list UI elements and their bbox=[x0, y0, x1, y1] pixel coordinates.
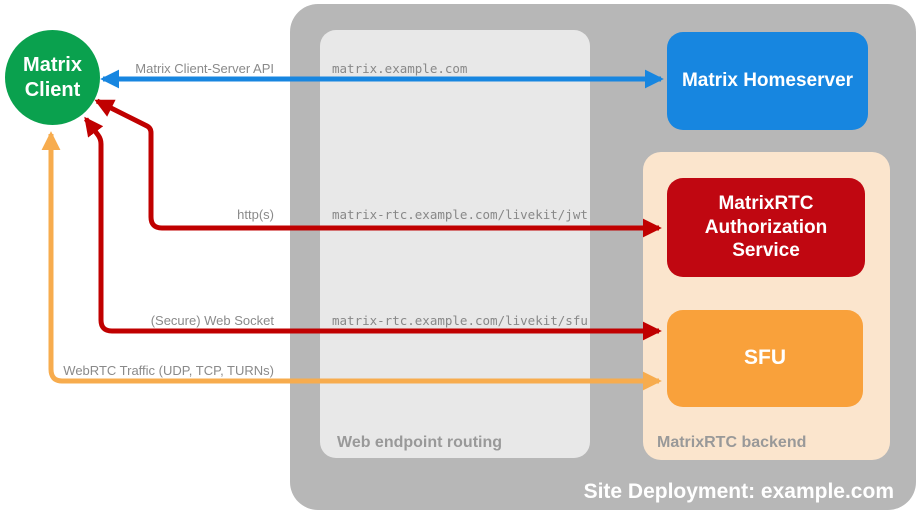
sfu-node: SFU bbox=[667, 310, 863, 407]
matrixrtc-backend-label: MatrixRTC backend bbox=[657, 434, 807, 451]
site-deployment-label: Site Deployment: example.com bbox=[583, 480, 894, 503]
matrix-homeserver-label: Matrix Homeserver bbox=[681, 70, 854, 92]
client-server-api-label: Matrix Client-Server API bbox=[135, 61, 274, 76]
endpoint-url-livekit-sfu: matrix-rtc.example.com/livekit/sfu bbox=[332, 313, 588, 328]
endpoint-url-livekit-jwt: matrix-rtc.example.com/livekit/jwt bbox=[332, 207, 588, 222]
web-endpoint-routing-box bbox=[320, 30, 590, 458]
webrtc-traffic-label: WebRTC Traffic (UDP, TCP, TURNs) bbox=[63, 363, 274, 378]
sfu-label: SFU bbox=[744, 346, 786, 370]
web-endpoint-routing-label: Web endpoint routing bbox=[337, 434, 503, 451]
matrix-homeserver-node: Matrix Homeserver bbox=[667, 32, 868, 130]
https-label: http(s) bbox=[237, 207, 274, 222]
matrixrtc-authorization-service-label: MatrixRTC Authorization Service bbox=[704, 192, 828, 262]
matrixrtc-authorization-service-node: MatrixRTC Authorization Service bbox=[667, 178, 865, 277]
websocket-label: (Secure) Web Socket bbox=[150, 313, 274, 328]
matrix-client-node: Matrix Client bbox=[5, 30, 100, 125]
endpoint-url-matrix: matrix.example.com bbox=[332, 61, 468, 76]
matrix-client-label: Matrix Client bbox=[23, 53, 82, 101]
